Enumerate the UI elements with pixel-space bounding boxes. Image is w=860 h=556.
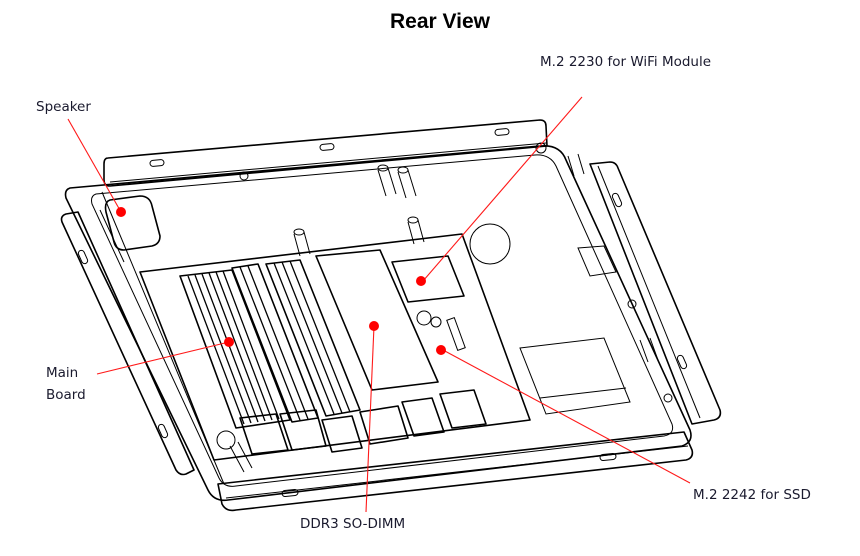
right-panel-box bbox=[577, 245, 617, 277]
leader-ssd bbox=[442, 349, 691, 484]
right-bracket bbox=[589, 161, 722, 425]
lower-right-panel bbox=[519, 337, 631, 415]
dot-wifi bbox=[416, 276, 426, 286]
dot-ssd bbox=[436, 345, 446, 355]
leader-sodimm bbox=[365, 325, 375, 513]
dot-sodimm bbox=[369, 321, 379, 331]
label-wifi-module: M.2 2230 for WiFi Module bbox=[540, 54, 712, 70]
leader-speaker bbox=[67, 118, 122, 213]
label-main-board-line2: Board bbox=[46, 387, 86, 403]
main-board bbox=[139, 233, 531, 473]
speaker-unit bbox=[99, 195, 161, 263]
label-ssd: M.2 2242 for SSD bbox=[693, 487, 811, 503]
round-cutout bbox=[469, 223, 511, 265]
dot-main-board bbox=[224, 337, 234, 347]
dot-speaker bbox=[116, 207, 126, 217]
left-bracket bbox=[60, 211, 195, 476]
label-sodimm: DDR3 SO-DIMM bbox=[300, 516, 406, 532]
leader-main-board bbox=[96, 341, 230, 375]
leader-wifi bbox=[422, 96, 583, 282]
label-speaker: Speaker bbox=[36, 99, 91, 115]
label-main-board-line1: Main bbox=[46, 365, 79, 381]
top-bracket bbox=[103, 119, 548, 187]
bottom-bracket bbox=[217, 431, 694, 512]
diagram-title: Rear View bbox=[389, 10, 490, 33]
